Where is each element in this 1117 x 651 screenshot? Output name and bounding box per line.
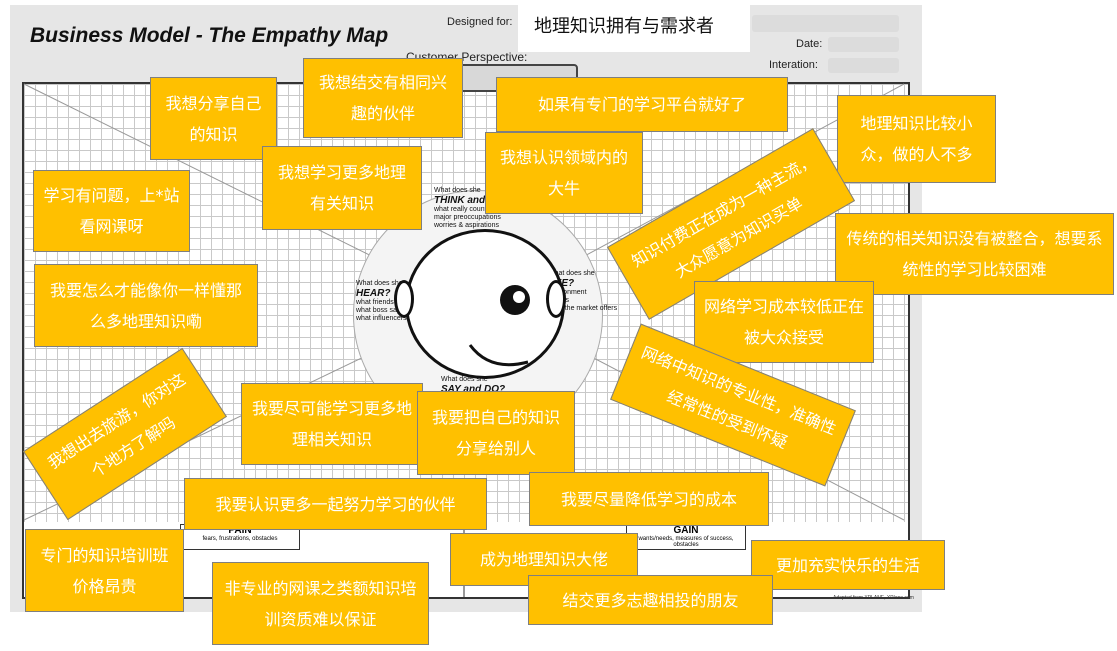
gain-desc: wants/needs, measures of success, obstac… <box>638 536 734 548</box>
sticky-note[interactable]: 传统的相关知识没有被整合，想要系统性的学习比较困难 <box>835 213 1114 295</box>
sticky-note[interactable]: 结交更多志趣相投的朋友 <box>528 575 773 625</box>
sticky-note[interactable]: 我要怎么才能像你一样懂那么多地理知识嘞 <box>34 264 258 347</box>
sticky-note[interactable]: 我要认识更多一起努力学习的伙伴 <box>184 478 487 530</box>
face-head <box>405 229 565 379</box>
note-text: 我想分享自己的知识 <box>165 93 262 144</box>
sticky-note[interactable]: 我想学习更多地理有关知识 <box>262 146 422 230</box>
note-text: 如果有专门的学习平台就好了 <box>537 95 746 114</box>
sticky-note[interactable]: 我要尽可能学习更多地理相关知识 <box>241 383 423 465</box>
page-title: Business Model - The Empathy Map <box>30 24 389 47</box>
think-question: What does she <box>434 187 481 194</box>
left-ear <box>394 280 414 318</box>
say-do-label: What does she SAY and DO? <box>441 376 505 395</box>
note-text: 成为地理知识大佬 <box>479 550 608 569</box>
sticky-note[interactable]: 如果有专门的学习平台就好了 <box>496 77 788 132</box>
credit-text: Adapted from XPLANE, XPlane.com <box>833 595 914 601</box>
note-text: 网络学习成本较低正在被大众接受 <box>703 297 864 347</box>
note-text: 地理知识比较小众，做的人不多 <box>860 114 973 164</box>
see-question: What does she <box>548 270 595 277</box>
sticky-note[interactable]: 学习有问题，上*站看网课呀 <box>33 170 190 252</box>
note-text: 我想学习更多地理有关知识 <box>277 163 406 213</box>
right-ear <box>546 280 566 318</box>
face-eye-highlight <box>513 291 525 303</box>
sticky-note[interactable]: 我想认识领域内的大牛 <box>485 132 643 214</box>
think-desc: what really counts major preoccupations … <box>434 206 501 229</box>
date-field[interactable] <box>828 37 899 52</box>
sticky-note[interactable]: 地理知识比较小众，做的人不多 <box>837 95 996 183</box>
note-text: 结交更多志趣相投的朋友 <box>562 590 739 610</box>
think-title: THINK and FEEL? <box>434 195 520 206</box>
iteration-field[interactable] <box>828 58 899 73</box>
sticky-note[interactable]: 我要把自己的知识分享给别人 <box>417 391 575 475</box>
sticky-note[interactable]: 更加充实快乐的生活 <box>751 540 945 590</box>
note-text: 更加充实快乐的生活 <box>775 555 920 575</box>
note-text: 我要把自己的知识分享给别人 <box>431 408 560 458</box>
pain-title: PAIN <box>228 525 252 536</box>
hear-title: HEAR? <box>356 288 391 299</box>
say-question: What does she <box>441 376 488 383</box>
sticky-note[interactable]: 网络学习成本较低正在被大众接受 <box>694 281 874 363</box>
note-text: 我要认识更多一起努力学习的伙伴 <box>215 494 456 514</box>
note-text: 专门的知识培训班价格昂贵 <box>40 545 169 596</box>
note-text: 非专业的网课之类额知识培训资质难以保证 <box>224 578 417 629</box>
sticky-note[interactable]: 我要尽量降低学习的成本 <box>529 472 769 526</box>
note-text: 学习有问题，上*站看网课呀 <box>43 186 180 236</box>
gain-title: GAIN <box>673 525 699 536</box>
note-text: 我要怎么才能像你一样懂那么多地理知识嘞 <box>49 280 242 331</box>
note-text: 我想认识领域内的大牛 <box>499 148 628 198</box>
sticky-note[interactable]: 我想结交有相同兴趣的伙伴 <box>303 58 463 138</box>
sticky-note[interactable]: 我想分享自己的知识 <box>150 77 277 160</box>
pain-desc: fears, frustrations, obstacles <box>202 536 278 542</box>
designed-for-field[interactable] <box>752 15 899 32</box>
note-text: 传统的相关知识没有被整合，想要系统性的学习比较困难 <box>846 229 1103 279</box>
note-text: 我要尽量降低学习的成本 <box>560 489 737 509</box>
note-text: 我想结交有相同兴趣的伙伴 <box>318 73 447 123</box>
note-text: 我要尽可能学习更多地理相关知识 <box>251 399 412 449</box>
designed-for-value: 地理知识拥有与需求者 <box>518 2 750 52</box>
gain-box: GAIN wants/needs, measures of success, o… <box>626 524 746 550</box>
say-title: SAY and DO? <box>441 384 506 395</box>
iteration-label: Interation: <box>769 59 818 71</box>
hear-question: What does she <box>356 280 403 287</box>
date-label: Date: <box>796 38 823 50</box>
sticky-note[interactable]: 非专业的网课之类额知识培训资质难以保证 <box>212 562 429 645</box>
think-feel-label: What does she THINK and FEEL? what reall… <box>434 187 520 230</box>
sticky-note[interactable]: 专门的知识培训班价格昂贵 <box>25 529 184 612</box>
designed-for-label: Designed for: <box>447 16 513 28</box>
